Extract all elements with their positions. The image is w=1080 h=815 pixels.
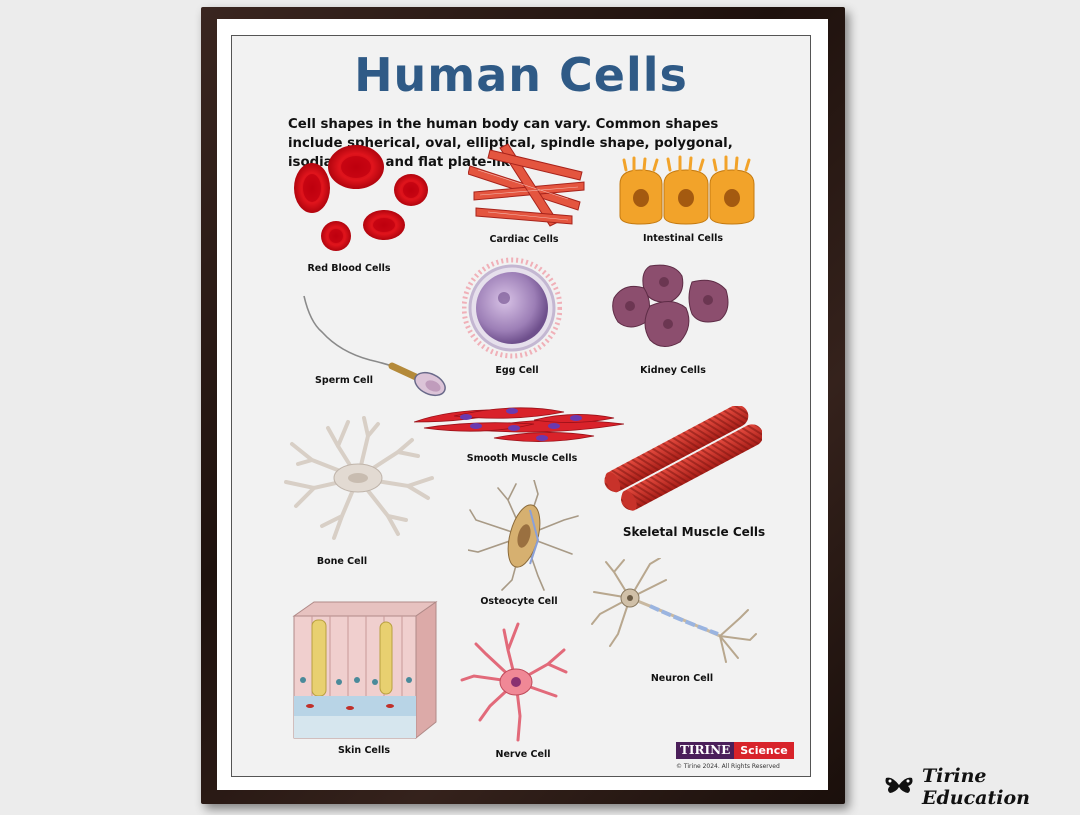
label-intestinal-cells: Intestinal Cells — [642, 233, 724, 244]
brand-text: Tirine Education — [922, 765, 1030, 809]
label-skin-cells: Skin Cells — [337, 745, 391, 756]
label-egg-cell: Egg Cell — [495, 365, 539, 376]
red-blood-cells-illustration — [294, 144, 434, 256]
egg-cell-illustration — [462, 256, 562, 360]
label-bone-cell: Bone Cell — [316, 556, 368, 567]
osteocyte-cell-illustration — [468, 480, 580, 592]
sperm-cell-illustration — [300, 292, 448, 402]
label-red-blood-cells: Red Blood Cells — [307, 263, 391, 274]
logo-tirine: TIRINE — [676, 742, 735, 759]
label-sperm-cell: Sperm Cell — [315, 375, 373, 386]
intestinal-cells-illustration — [618, 154, 756, 226]
smooth-muscle-cells-illustration — [414, 400, 624, 446]
skeletal-muscle-cells-illustration — [602, 406, 762, 512]
logo-science: Science — [734, 742, 794, 759]
label-smooth-muscle-cells: Smooth Muscle Cells — [466, 453, 578, 464]
brand-watermark: Tirine Education — [884, 765, 1080, 809]
frame-mat: Human Cells Cell shapes in the human bod… — [217, 19, 828, 790]
neuron-cell-illustration — [590, 558, 758, 670]
label-neuron-cell: Neuron Cell — [650, 673, 714, 684]
poster-title: Human Cells — [354, 48, 688, 102]
copyright-text: © Tirine 2024. All Rights Reserved — [676, 763, 780, 770]
kidney-cells-illustration — [610, 262, 732, 354]
cardiac-cells-illustration — [468, 142, 586, 228]
picture-frame: Human Cells Cell shapes in the human bod… — [201, 7, 845, 804]
label-osteocyte-cell: Osteocyte Cell — [480, 596, 558, 607]
bone-cell-illustration — [278, 416, 438, 542]
butterfly-icon — [884, 776, 914, 798]
label-kidney-cells: Kidney Cells — [640, 365, 706, 376]
label-cardiac-cells: Cardiac Cells — [489, 234, 559, 245]
nerve-cell-illustration — [460, 620, 568, 744]
label-skeletal-muscle-cells: Skeletal Muscle Cells — [622, 525, 766, 539]
skin-cells-illustration — [290, 600, 438, 740]
tirine-science-logo: TIRINE Science — [676, 742, 794, 759]
label-nerve-cell: Nerve Cell — [495, 749, 551, 760]
poster: Human Cells Cell shapes in the human bod… — [231, 35, 811, 777]
